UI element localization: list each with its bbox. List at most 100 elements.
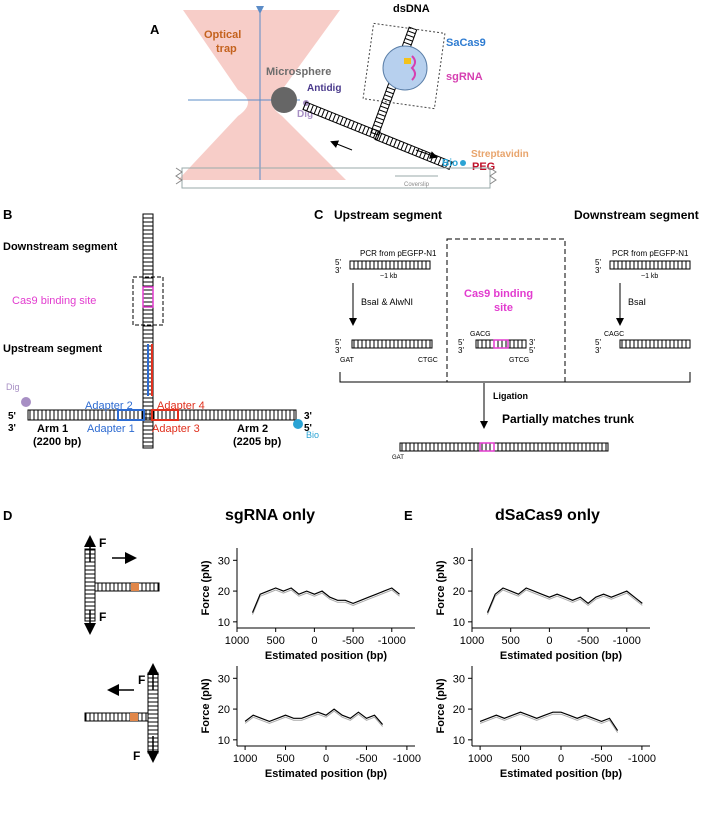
antidig-label: Antidig	[307, 83, 341, 94]
force-label-bottom-1: F	[138, 673, 145, 687]
adapter3-label: Adapter 3	[152, 423, 200, 435]
panel-b-letter: B	[3, 207, 12, 222]
c-insert	[475, 339, 527, 349]
y-tick-label: 10	[218, 735, 230, 747]
c-ligation-label: Ligation	[493, 391, 528, 401]
y-tick-label: 20	[453, 704, 465, 716]
c-kb-right: ~1 kb	[641, 273, 658, 280]
sacas9-protein	[382, 45, 428, 91]
c-p3-2: 3'	[595, 266, 601, 275]
series-line	[486, 587, 643, 613]
adapter1-mark	[117, 409, 145, 421]
adapter4-label: Adapter 4	[157, 400, 205, 412]
c-p5-6: 5'	[529, 346, 535, 355]
x-tick-label: 1000	[468, 753, 492, 765]
c-cagc: CAGC	[604, 331, 624, 338]
c-p5-4: 5'	[595, 338, 601, 347]
x-tick-label: 1000	[233, 753, 257, 765]
c-ligation-bracket	[339, 372, 691, 383]
bio-dot	[460, 160, 466, 166]
c-insert-site	[493, 339, 509, 349]
c-ctgc: CTGC	[418, 357, 438, 364]
c-downstream-pcr	[609, 260, 691, 270]
series-line-shadow	[252, 589, 400, 615]
arrow-right	[415, 149, 438, 159]
c-gtcg: GTCG	[509, 357, 529, 364]
y-tick-label: 20	[453, 586, 465, 598]
c-ligated-dna	[399, 442, 609, 452]
series-line-shadow	[244, 710, 383, 727]
x-tick-label: 0	[323, 753, 329, 765]
x-tick-label: 500	[502, 635, 520, 647]
c-pcr-left: PCR from pEGFP-N1	[360, 249, 437, 258]
trunk-dna	[142, 213, 154, 449]
c-p5-5: 5'	[458, 338, 464, 347]
c-pcr-right: PCR from pEGFP-N1	[612, 249, 689, 258]
panel-c-letter: C	[314, 207, 324, 222]
schematic-bottom: F F	[84, 663, 159, 763]
c-cas9-label-1: Cas9 binding	[464, 288, 533, 300]
optical-trap-label-1: Optical	[204, 29, 241, 41]
microsphere-label: Microsphere	[266, 66, 331, 78]
y-axis-label: Force (pN)	[200, 560, 212, 615]
x-tick-label: -500	[355, 753, 377, 765]
y-axis-label: Force (pN)	[435, 560, 447, 615]
upstream-label: Upstream segment	[3, 343, 102, 355]
c-downstream-title: Downstream segment	[574, 208, 699, 222]
series-line	[479, 711, 619, 731]
y-tick-label: 10	[218, 617, 230, 629]
c-p5-1: 5'	[335, 258, 341, 267]
cas9-site-label: Cas9 binding site	[12, 295, 96, 307]
panel-d-title: sgRNA only	[225, 507, 315, 524]
microsphere	[271, 87, 297, 113]
b-five-left: 5'	[8, 411, 16, 422]
coverslip	[181, 167, 491, 189]
x-axis-label: Estimated position (bp)	[265, 768, 388, 780]
y-tick-label: 30	[453, 673, 465, 685]
dna-arm2	[374, 131, 453, 171]
x-tick-label: -500	[577, 635, 599, 647]
streptavidin-label: Streptavidin	[471, 149, 529, 160]
y-tick-label: 10	[453, 617, 465, 629]
c-partial-label: Partially matches trunk	[502, 412, 634, 426]
b-three-left: 3'	[8, 423, 16, 434]
dig-label-b: Dig	[6, 382, 20, 392]
downstream-label: Downstream segment	[3, 241, 118, 253]
coverslip-break-right	[489, 167, 497, 185]
c-gacg: GACG	[470, 331, 491, 338]
c-p5-3: 5'	[335, 338, 341, 347]
panel-e-letter: E	[404, 508, 413, 523]
force-label-bottom-2: F	[133, 749, 140, 763]
y-axis-label: Force (pN)	[200, 678, 212, 733]
panel-c: C Upstream segment Downstream segment PC…	[314, 207, 699, 461]
x-tick-label: 0	[546, 635, 552, 647]
c-enz-left: BsaI & AlwNI	[361, 297, 413, 307]
pam-block	[404, 58, 411, 64]
x-tick-label: -500	[342, 635, 364, 647]
c-gat: GAT	[340, 357, 355, 364]
arm1-len: (2200 bp)	[33, 436, 82, 448]
c-upstream-pcr	[349, 260, 431, 270]
panel-a-letter: A	[150, 22, 160, 37]
cas9-binding-box	[132, 276, 164, 326]
x-tick-label: 1000	[460, 635, 484, 647]
x-tick-label: -1000	[628, 753, 656, 765]
c-upstream-title: Upstream segment	[334, 208, 442, 222]
cas9-box	[362, 22, 446, 110]
arm2-label: Arm 2	[237, 423, 268, 435]
x-tick-label: 1000	[225, 635, 249, 647]
x-axis-label: Estimated position (bp)	[500, 650, 623, 662]
dna-arm1	[302, 101, 381, 141]
c-enz-right: BsaI	[628, 297, 646, 307]
adapter3-mark	[151, 409, 179, 421]
x-tick-label: 500	[276, 753, 294, 765]
b-three-right: 3'	[304, 411, 312, 422]
panel-b: B Downstream segment Cas9 binding site U…	[3, 207, 319, 449]
force-label-top-2: F	[99, 610, 106, 624]
arm2-len: (2205 bp)	[233, 436, 282, 448]
c-upstream-cut	[351, 339, 433, 349]
x-tick-label: -1000	[378, 635, 406, 647]
panel-e-title: dSaCas9 only	[495, 507, 600, 524]
c-gat-bottom: GAT	[392, 455, 404, 461]
adapter1-label: Adapter 1	[87, 423, 135, 435]
